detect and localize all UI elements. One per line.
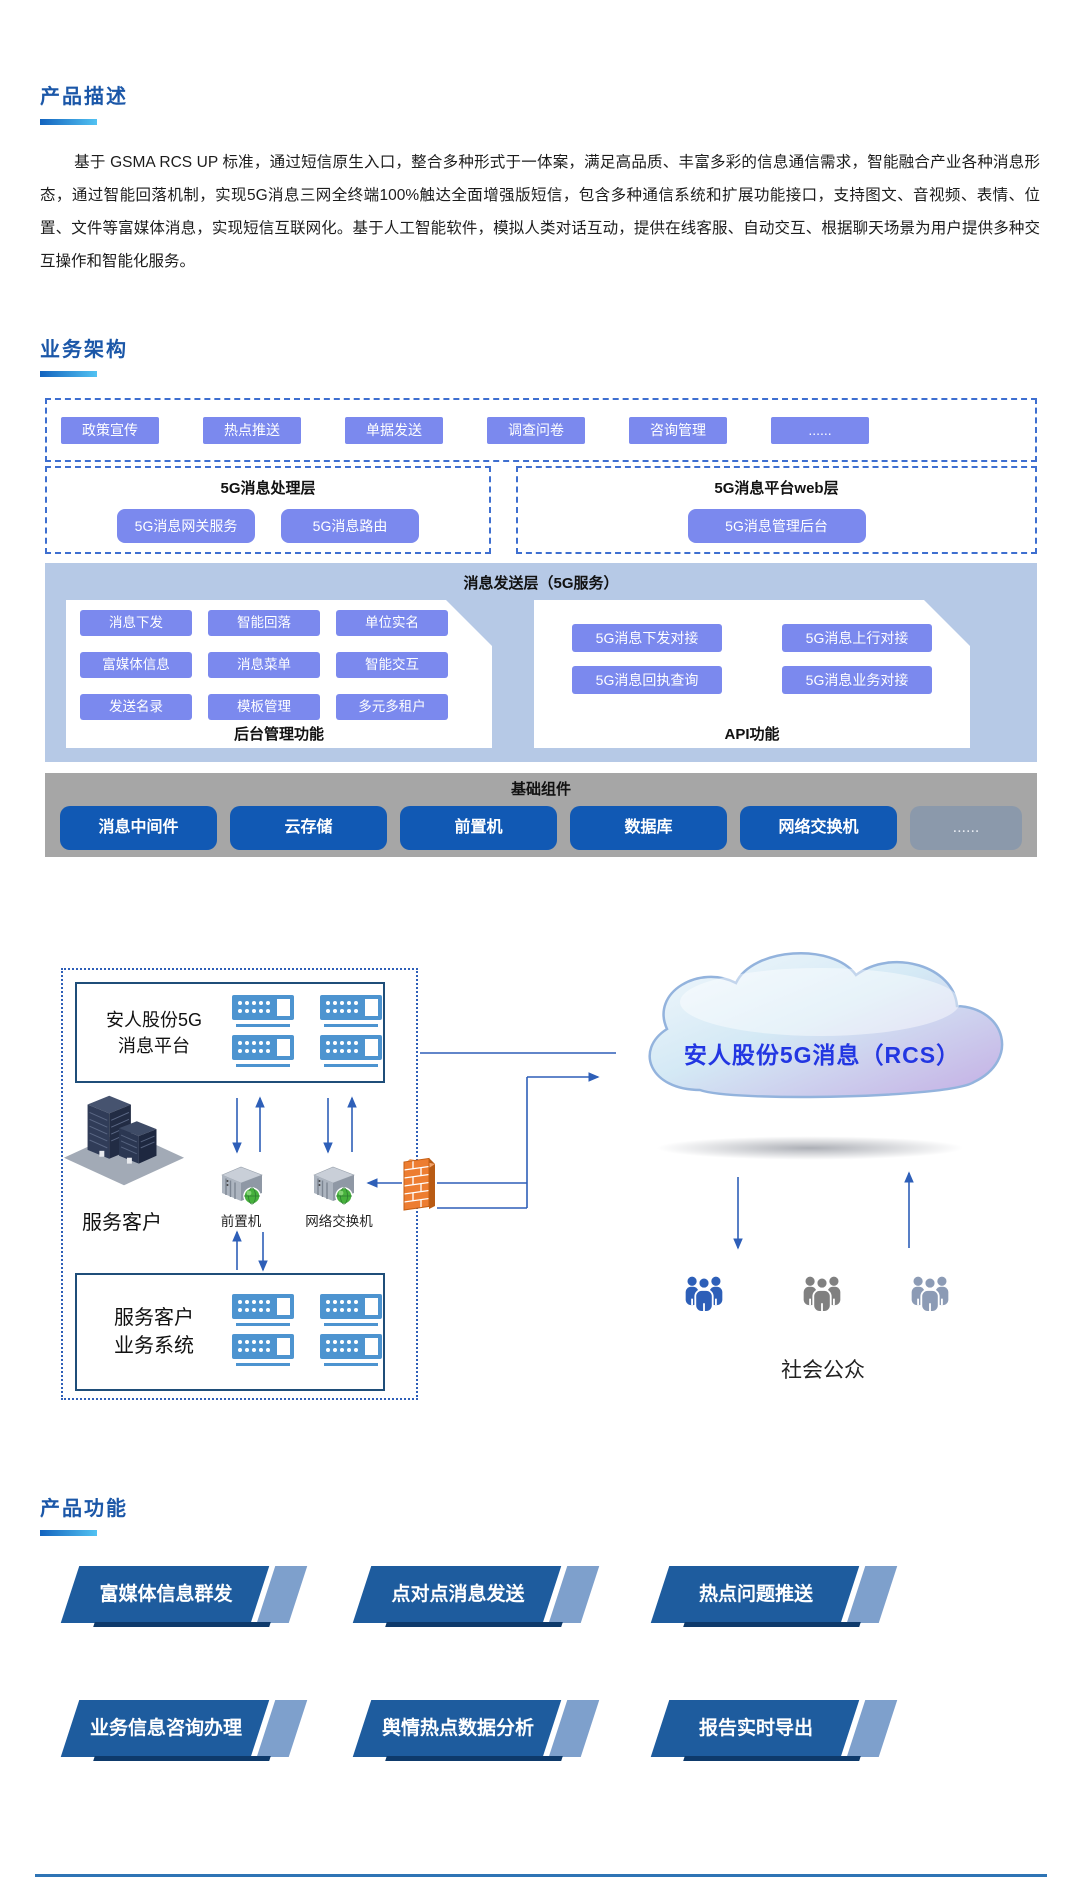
api-item: 5G消息上行对接 (782, 624, 932, 652)
server-icon (319, 1034, 383, 1070)
processing-layer-title: 5G消息处理层 (220, 480, 316, 497)
feature-banner: 报告实时导出 (650, 1700, 902, 1762)
api-functions-panel: 5G消息下发对接 5G消息上行对接 5G消息回执查询 5G消息业务对接 API功… (534, 600, 970, 748)
server-icon (231, 994, 295, 1030)
channel-item: 调查问卷 (487, 416, 585, 444)
platform-box-label: 安人股份5G 消息平台 (105, 1009, 202, 1056)
processing-layer-item: 5G消息网关服务 (117, 509, 255, 543)
channel-item: 单据发送 (345, 416, 443, 444)
product-description-paragraph: 基于 GSMA RCS UP 标准，通过短信原生入口，整合多种形式于一体案，满足… (40, 154, 1040, 270)
public-users-icon (908, 1272, 952, 1318)
customer-label: 服务客户 (82, 1212, 162, 1234)
business-servers (231, 1293, 383, 1371)
api-item: 5G消息下发对接 (572, 624, 722, 652)
feature-label: 舆情热点数据分析 (381, 1718, 534, 1739)
channel-item: 政策宣传 (61, 416, 159, 444)
cloud-label: 安人股份5G消息（RCS） (683, 1042, 961, 1068)
server-icon (319, 1293, 383, 1329)
feature-label: 热点问题推送 (698, 1584, 813, 1605)
public-users-icon (800, 1272, 844, 1318)
channel-item: 咨询管理 (629, 416, 727, 444)
platform-servers (231, 994, 383, 1072)
backend-functions-panel: 消息下发 智能回落 单位实名 富媒体信息 消息菜单 智能交互 发送名录 模板管理… (66, 600, 492, 748)
backend-item: 模板管理 (208, 694, 320, 720)
base-components-title: 基础组件 (510, 781, 571, 798)
backend-item: 智能交互 (336, 652, 448, 678)
server-icon (231, 1034, 295, 1070)
cloud-shadow (655, 1136, 965, 1160)
backend-panel-label: 后台管理功能 (233, 726, 324, 743)
firewall-icon (402, 1156, 436, 1214)
section-title-underline (40, 371, 97, 377)
base-component: 数据库 (570, 806, 727, 850)
backend-item: 多元多租户 (336, 694, 448, 720)
backend-item: 消息菜单 (208, 652, 320, 678)
feature-banner: 富媒体信息群发 (60, 1566, 312, 1628)
rcs-cloud: 安人股份5G消息（RCS） (620, 940, 1024, 1116)
server-icon (231, 1333, 295, 1369)
web-layer-box: 5G消息平台web层 5G消息管理后台 (516, 466, 1037, 554)
server-icon (231, 1293, 295, 1329)
api-panel-label: API功能 (724, 726, 780, 743)
server-icon (319, 1333, 383, 1369)
web-layer-title: 5G消息平台web层 (714, 480, 839, 497)
feature-label: 点对点消息发送 (391, 1584, 525, 1605)
server-icon (319, 994, 383, 1030)
api-item: 5G消息回执查询 (572, 666, 722, 694)
base-component: 网络交换机 (740, 806, 897, 850)
api-item: 5G消息业务对接 (782, 666, 932, 694)
platform-box: 安人股份5G 消息平台 (75, 982, 385, 1083)
processing-layer-item: 5G消息路由 (281, 509, 419, 543)
base-component: 消息中间件 (60, 806, 217, 850)
network-switch-icon (306, 1162, 360, 1208)
section-title-underline (40, 1530, 97, 1536)
section-title-business-architecture: 业务架构 (40, 337, 128, 361)
backend-item: 智能回落 (208, 610, 320, 636)
section-title-product-features: 产品功能 (40, 1496, 128, 1520)
business-box-label: 服务客户 业务系统 (114, 1307, 194, 1357)
backend-item: 发送名录 (80, 694, 192, 720)
channel-item: 热点推送 (203, 416, 301, 444)
feature-label: 报告实时导出 (698, 1718, 813, 1739)
public-users-icon (682, 1272, 726, 1318)
section-title-underline (40, 119, 97, 125)
web-layer-item: 5G消息管理后台 (687, 509, 866, 543)
page-bottom-rule (35, 1874, 1047, 1877)
sending-layer-band: 消息发送层（5G服务） 消息下发 智能回落 单位实名 富媒体信息 消息菜单 智能… (45, 563, 1037, 762)
sending-layer-title: 消息发送层（5G服务） (463, 575, 619, 592)
fep-label: 前置机 (220, 1214, 262, 1229)
feature-banner: 点对点消息发送 (352, 1566, 604, 1628)
backend-item: 消息下发 (80, 610, 192, 636)
feature-label: 业务信息咨询办理 (89, 1718, 242, 1739)
channel-layer-box: 政策宣传 热点推送 单据发送 调查问卷 咨询管理 ...... (45, 398, 1037, 462)
section-title-product-description: 产品描述 (40, 84, 128, 108)
feature-label: 富媒体信息群发 (99, 1584, 233, 1605)
base-components-band: 基础组件 消息中间件 云存储 前置机 数据库 网络交换机 ...... (45, 773, 1037, 857)
feature-banner: 热点问题推送 (650, 1566, 902, 1628)
switch-label: 网络交换机 (305, 1214, 373, 1229)
connector-lines (232, 1052, 914, 1272)
public-label: 社会公众 (781, 1359, 865, 1382)
base-component: 云存储 (230, 806, 387, 850)
feature-banner: 业务信息咨询办理 (60, 1700, 312, 1762)
base-component-more: ...... (910, 806, 1022, 850)
network-topology-diagram: 安人股份5G 消息平台 服务客户 前置机 网络交换机 服务客户 业务系统 (0, 940, 1077, 1460)
business-system-box: 服务客户 业务系统 (75, 1273, 385, 1391)
processing-layer-box: 5G消息处理层 5G消息网关服务 5G消息路由 (45, 466, 491, 554)
front-end-processor-icon (214, 1162, 268, 1208)
cloud-icon (648, 951, 1004, 1099)
backend-item: 单位实名 (336, 610, 448, 636)
channel-item-more: ...... (771, 416, 869, 444)
backend-item: 富媒体信息 (80, 652, 192, 678)
feature-banner: 舆情热点数据分析 (352, 1700, 604, 1762)
office-building-icon (60, 1088, 188, 1192)
base-component: 前置机 (400, 806, 557, 850)
